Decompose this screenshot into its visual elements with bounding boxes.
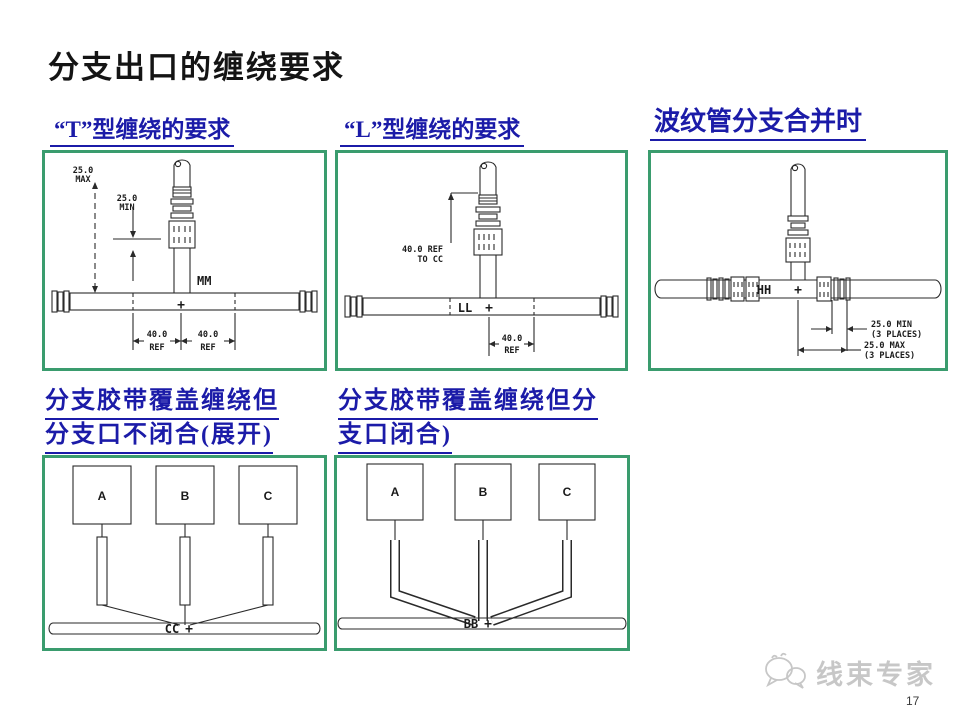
l-ref-qual: REF — [504, 346, 519, 356]
t-dim-min-qual: MIN — [119, 203, 134, 213]
h-dim-min-line2: (3 PLACES) — [871, 330, 922, 340]
heading-closed-branch: 分支胶带覆盖缠绕但分 支口闭合) — [338, 386, 598, 454]
page-number: 17 — [906, 694, 920, 708]
bb-junction-code: BB — [464, 617, 478, 631]
t-left-ref-qual: REF — [149, 343, 164, 353]
heading-t-type-text: “T”型缠绕的要求 — [50, 110, 235, 147]
corrugated-diagram-frame: HH + 25.0 MIN (3 PLACES) 25.0 MAX (3 PLA… — [648, 150, 948, 371]
h-branch-code: HH — [757, 283, 771, 297]
h-dim-min-line1: 25.0 MIN — [871, 320, 912, 330]
l-dim-line1: 40.0 REF — [402, 245, 443, 255]
t-type-diagram: 25.0 MAX 25.0 MIN MM + 40.0 REF 40.0 REF — [51, 159, 318, 353]
bb-main-tube — [337, 617, 627, 630]
t-type-diagram-frame: 25.0 MAX 25.0 MIN MM + 40.0 REF 40.0 REF — [42, 150, 327, 371]
h-dim-max-line2: (3 PLACES) — [864, 351, 915, 361]
heading-open-branch-line1: 分支胶带覆盖缠绕但 — [45, 386, 279, 420]
h-arrowheads — [798, 326, 853, 353]
l-branch-tube — [473, 161, 503, 298]
cc-box-c-label: C — [264, 489, 273, 503]
l-dimension-lines — [450, 192, 535, 356]
watermark-text: 线束专家 — [816, 659, 936, 690]
t-left-ref-value: 40.0 — [147, 330, 167, 340]
t-arrowheads — [92, 182, 235, 344]
cc-junction-code: CC — [165, 622, 179, 636]
bb-box-b-label: B — [479, 485, 488, 499]
h-center-mark: + — [794, 283, 802, 298]
bb-box-c-label: C — [563, 485, 572, 499]
t-center-mark: + — [177, 298, 185, 313]
h-dimension-lines — [797, 300, 867, 356]
bb-branch-tubes — [390, 540, 572, 626]
t-dimension-lines — [94, 183, 236, 350]
cc-box-b-label: B — [181, 489, 190, 503]
l-arrowheads — [448, 193, 534, 347]
l-type-diagram-frame: 40.0 REF TO CC LL + 40.0 REF — [335, 150, 628, 371]
l-dim-line2: TO CC — [417, 255, 443, 265]
heading-open-branch-line2: 分支口不闭合(展开) — [45, 420, 273, 454]
bb-connector-boxes — [366, 463, 596, 540]
heading-closed-branch-line2: 支口闭合) — [338, 420, 452, 454]
l-main-tube — [344, 295, 619, 318]
heading-closed-branch-line1: 分支胶带覆盖缠绕但分 — [338, 386, 598, 420]
t-main-tube — [51, 290, 318, 313]
l-center-mark: + — [485, 301, 493, 316]
open-branch-diagram: A B C CC + — [48, 465, 321, 637]
corrugated-diagram: HH + 25.0 MIN (3 PLACES) 25.0 MAX (3 PLA… — [654, 163, 942, 361]
cc-box-a-label: A — [98, 489, 107, 503]
heading-open-branch: 分支胶带覆盖缠绕但 分支口不闭合(展开) — [45, 386, 279, 454]
open-branch-diagram-frame: A B C CC + — [42, 455, 327, 651]
t-right-ref-value: 40.0 — [198, 330, 218, 340]
cc-center-mark: + — [185, 622, 193, 637]
l-ref-value: 40.0 — [502, 334, 522, 344]
h-main-tube — [654, 276, 942, 302]
cc-connector-boxes — [72, 465, 298, 525]
l-type-diagram: 40.0 REF TO CC LL + 40.0 REF — [344, 161, 619, 356]
heading-corrugated: 波纹管分支合并时 — [650, 101, 867, 141]
heading-l-type: “L”型缠绕的要求 — [340, 110, 525, 147]
t-branch-code: MM — [197, 274, 211, 288]
t-dim-max-value: 25.0 — [73, 166, 93, 176]
l-branch-code: LL — [458, 301, 472, 315]
bb-box-a-label: A — [391, 485, 400, 499]
closed-branch-diagram: A B C BB + — [337, 463, 627, 632]
t-branch-tube — [168, 159, 196, 293]
watermark: 线束专家 — [762, 652, 936, 692]
cc-main-tube — [48, 622, 321, 635]
h-branch-tube — [785, 163, 811, 280]
cc-branch-lines — [96, 524, 274, 626]
t-dim-max-qual: MAX — [75, 175, 90, 185]
t-right-ref-qual: REF — [200, 343, 215, 353]
bb-center-mark: + — [484, 617, 492, 632]
chat-bubbles-icon — [765, 652, 806, 689]
heading-l-type-text: “L”型缠绕的要求 — [340, 110, 525, 147]
page-title: 分支出口的缠绕要求 — [48, 50, 345, 85]
t-dim-min-value: 25.0 — [117, 194, 137, 204]
closed-branch-diagram-frame: A B C BB + — [334, 455, 630, 651]
heading-corrugated-text: 波纹管分支合并时 — [650, 101, 867, 141]
h-dim-max-line1: 25.0 MAX — [864, 341, 905, 351]
heading-t-type: “T”型缠绕的要求 — [50, 110, 235, 147]
